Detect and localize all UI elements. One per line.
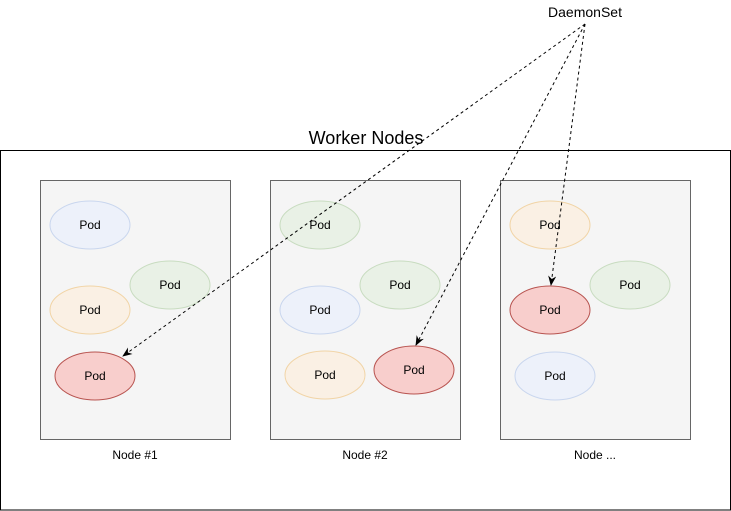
node-2-pod-orange: Pod	[284, 350, 366, 400]
node-2-pod-daemonset: Pod	[373, 345, 455, 395]
daemonset-arrow-node-2	[415, 23, 586, 346]
pod-label: Pod	[84, 369, 105, 383]
node-3-pod-orange: Pod	[509, 200, 591, 250]
node-1-pod-orange: Pod	[49, 285, 131, 335]
pod-label: Pod	[79, 303, 100, 317]
node-2-label: Node #2	[342, 448, 388, 462]
pod-label: Pod	[79, 218, 100, 232]
node-2-pod-green: Pod	[359, 260, 441, 310]
pod-label: Pod	[544, 369, 565, 383]
node-3-label: Node ...	[573, 448, 617, 462]
node-3-pod-blue: Pod	[514, 351, 596, 401]
pod-label: Pod	[309, 303, 330, 317]
worker-nodes-title: Worker Nodes	[308, 128, 424, 148]
node-3-pod-green: Pod	[589, 260, 671, 310]
pod-label: Pod	[539, 303, 560, 317]
daemonset-label: DaemonSet	[548, 4, 622, 20]
node-1-label: Node #1	[112, 448, 158, 462]
pod-label: Pod	[403, 363, 424, 377]
daemonset-arrow-node-1	[122, 23, 586, 357]
pod-label: Pod	[619, 278, 640, 292]
pod-label: Pod	[389, 278, 410, 292]
node-3-pod-daemonset: Pod	[509, 285, 591, 335]
daemonset-arrow-node-3	[548, 23, 586, 286]
node-1-pod-daemonset: Pod	[54, 351, 136, 401]
node-1-pod-blue: Pod	[49, 200, 131, 250]
pod-label: Pod	[309, 218, 330, 232]
pod-label: Pod	[159, 278, 180, 292]
node-2-pod-green-top: Pod	[279, 200, 361, 250]
pod-label: Pod	[314, 368, 335, 382]
pod-label: Pod	[539, 218, 560, 232]
node-2-pod-blue: Pod	[279, 285, 361, 335]
node-1-pod-green: Pod	[129, 260, 211, 310]
